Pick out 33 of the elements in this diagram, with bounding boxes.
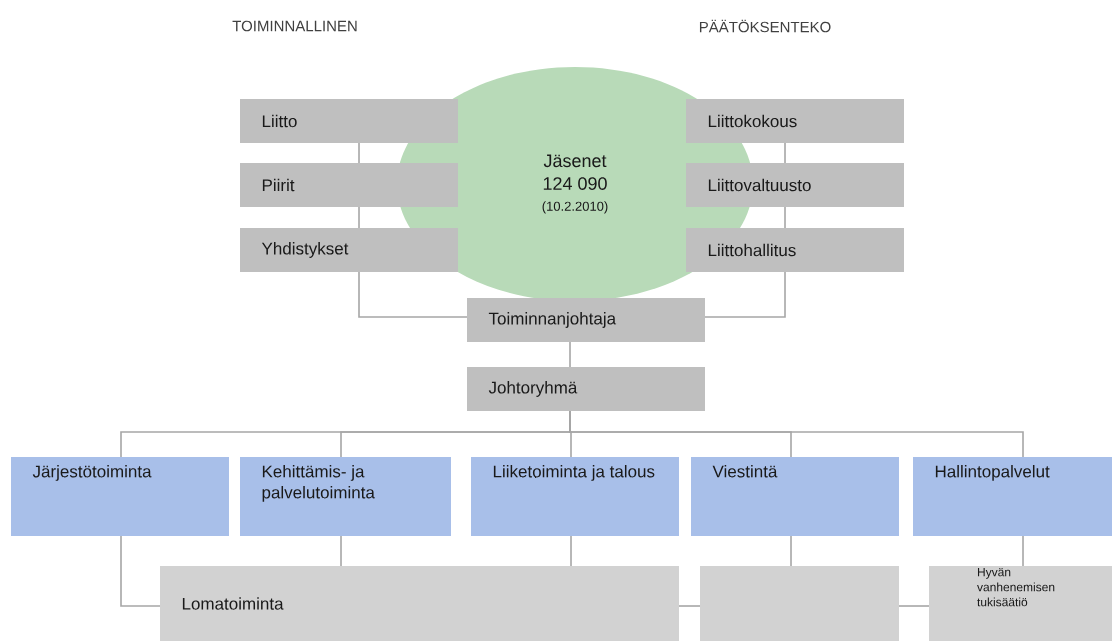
connector-line (569, 410, 1024, 458)
org-box: Johtoryhmä (467, 367, 705, 411)
org-box: Liittokokous (686, 99, 904, 143)
department-box: Järjestötoiminta (11, 457, 229, 536)
org-box: Liittovaltuusto (686, 163, 904, 207)
unit-box: Lomatoiminta (160, 566, 679, 641)
connector-line (790, 535, 792, 567)
org-box: Liittohallitus (686, 228, 904, 272)
connector-line (704, 271, 786, 318)
connector-line (678, 605, 701, 607)
connector-line (358, 206, 360, 229)
org-box: Yhdistykset (240, 228, 458, 272)
org-box: Piirit (240, 163, 458, 207)
connector-line (340, 535, 342, 567)
column-heading: PÄÄTÖKSENTEKO (699, 19, 831, 33)
connector-line (358, 142, 360, 164)
column-heading: TOIMINNALLINEN (232, 20, 357, 32)
connector-line (358, 271, 468, 318)
connector-line (898, 605, 930, 607)
department-box: Kehittämis- ja palvelutoiminta (240, 457, 451, 536)
connector-line (1022, 535, 1024, 567)
unit-box: Hyvän vanhenemisen tukisäätiö (929, 566, 1112, 641)
unit-box (700, 566, 899, 641)
connector-line (570, 535, 572, 567)
department-box: Viestintä (691, 457, 899, 536)
connector-line (569, 341, 571, 368)
org-box: Liitto (240, 99, 458, 143)
department-box: Liiketoiminta ja talous (471, 457, 679, 536)
department-box: Hallintopalvelut (913, 457, 1112, 536)
connector-line (120, 535, 161, 607)
connector-line (784, 206, 786, 229)
connector-line (784, 142, 786, 164)
org-box: Toiminnanjohtaja (467, 298, 705, 342)
